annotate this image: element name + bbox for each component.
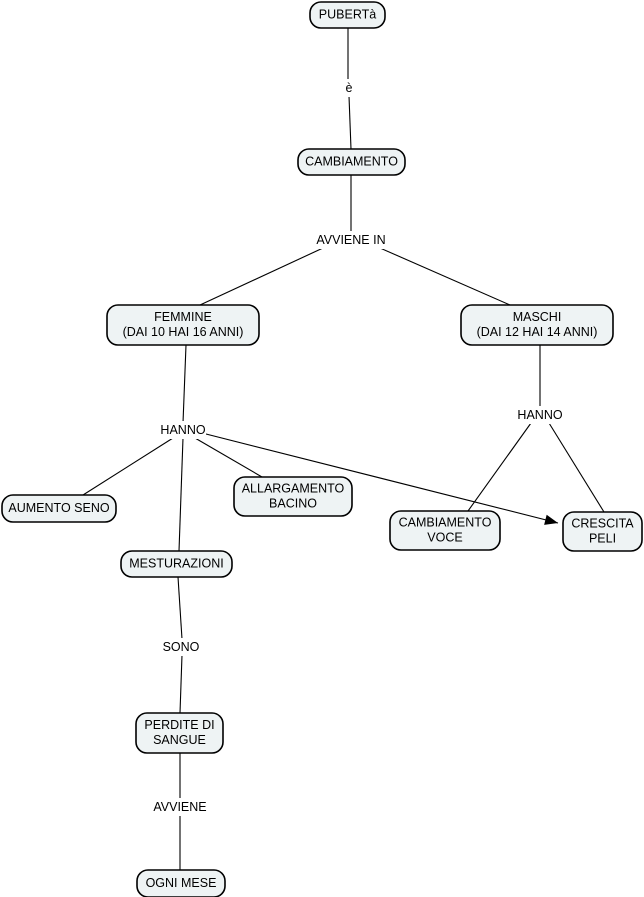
edge-line [548,422,605,513]
edge-line [199,247,324,306]
edge-femmine-hanno [182,344,187,424]
link-label-text: HANNO [160,423,205,437]
link-label-label-avviene-in: AVVIENE IN [309,231,393,249]
edge-line [82,437,174,496]
link-label-label-sono: SONO [161,638,201,656]
node-shape[interactable] [309,1,386,29]
arrow-head-icon [544,514,558,525]
link-label-label-avviene: AVVIENE [149,798,211,816]
link-label-backdrop [149,798,211,816]
edge-hannof-seno [82,437,174,496]
link-label-text: AVVIENE IN [316,233,385,247]
node-label-line: CAMBIAMENTO [305,154,398,168]
node-label-line: PELI [589,531,616,545]
edge-mestur-sono [177,576,183,640]
node-femmine[interactable]: FEMMINE(DAI 10 HAI 16 ANNI) [106,304,260,346]
link-label-backdrop [160,421,206,439]
link-label-text: è [346,81,353,95]
link-label-text: SONO [163,640,200,654]
node-label-line: CAMBIAMENTO [399,515,492,529]
node-label-line: BACINO [269,496,317,510]
node-label-line: PUBERTà [319,7,376,21]
edge-avv-maschi [379,247,511,306]
node-shape[interactable] [106,304,260,346]
edge-e-cambiamento [348,95,352,150]
link-label-backdrop [341,79,357,97]
link-label-backdrop [517,406,563,424]
link-label-text: AVVIENE [153,800,206,814]
link-label-label-hanno-m: HANNO [517,406,563,424]
edge-line [182,344,187,424]
node-shape[interactable] [135,712,224,754]
link-label-text: HANNO [517,408,562,422]
edge-line [177,576,183,640]
edge-hannom-peli [548,422,605,513]
link-label-backdrop [309,231,393,249]
edge-line [179,654,183,714]
node-shape[interactable] [562,511,643,552]
node-label-line: PERDITE DI [144,718,214,732]
node-cambiamento[interactable]: CAMBIAMENTO [297,148,406,176]
node-label-line: SANGUE [153,733,206,747]
edge-hannof-mestur [178,437,184,552]
edge-line [205,433,559,524]
node-label-line: MASCHI [513,310,562,324]
node-label-line: (DAI 12 HAI 14 ANNI) [477,325,598,339]
link-label-label-hanno-f: HANNO [160,421,206,439]
node-shape[interactable] [297,148,406,176]
node-shape[interactable] [389,510,501,551]
edge-line [467,422,532,512]
node-label-line: (DAI 10 HAI 16 ANNI) [123,325,244,339]
node-label-line: OGNI MESE [146,876,217,890]
edge-sono-perdite [179,654,183,714]
edges-layer [82,28,605,870]
node-shape[interactable] [1,494,117,523]
node-label-line: MESTURAZIONI [129,556,223,570]
edge-line [348,95,352,150]
edge-line [194,437,263,478]
edge-line [379,247,511,306]
node-mesturazioni[interactable]: MESTURAZIONI [120,550,233,578]
node-puberta[interactable]: PUBERTà [309,1,386,29]
edge-line [178,437,184,552]
link-label-label-e: è [341,79,357,97]
node-label-line: CRESCITA [571,516,634,530]
edge-hannof-peli [205,433,559,525]
node-label-line: FEMMINE [154,310,212,324]
node-label-line: AUMENTO SENO [8,501,109,515]
edge-hannom-voce [467,422,532,512]
node-aumento-seno[interactable]: AUMENTO SENO [1,494,117,523]
node-shape[interactable] [460,304,614,346]
node-shape[interactable] [120,550,233,578]
node-shape[interactable] [136,869,226,897]
node-shape[interactable] [233,476,353,517]
node-label-line: VOCE [427,530,462,544]
edge-avv-femmine [199,247,324,306]
link-label-backdrop [161,638,201,656]
node-maschi[interactable]: MASCHI(DAI 12 HAI 14 ANNI) [460,304,614,346]
node-label-line: ALLARGAMENTO [242,481,345,495]
node-ogni-mese[interactable]: OGNI MESE [136,869,226,897]
edge-hannof-bacino [194,437,263,478]
